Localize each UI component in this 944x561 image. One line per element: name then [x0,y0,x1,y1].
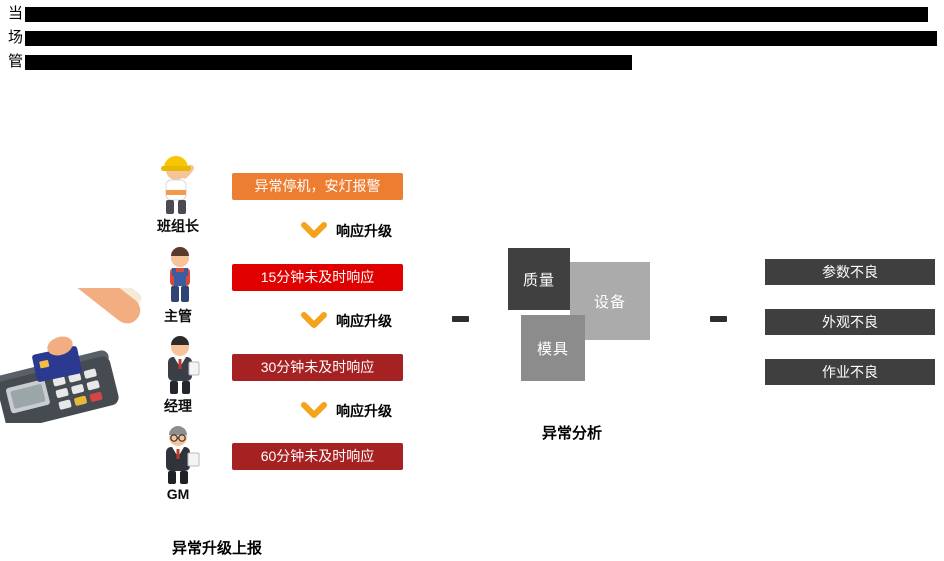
alert-badge-15min: 15分钟未及时响应 [232,264,403,291]
escalation-step-label: 响应升级 [336,403,392,419]
worker-icon [148,146,204,221]
connector-dash [710,316,727,322]
alert-badge-andon: 异常停机，安灯报警 [232,173,403,200]
escalation-step-label: 响应升级 [336,223,392,239]
escalation-step-label: 响应升级 [336,313,392,329]
role-label-team-leader: 班组长 [157,218,199,234]
escalation-step-3: 响应升级 [300,401,392,421]
chevron-down-icon [301,222,327,238]
alert-badge-60min: 60分钟未及时响应 [232,443,403,470]
manager-icon [156,332,204,401]
connector-dash [452,316,469,322]
supervisor-icon [156,242,204,311]
alert-badge-30min: 30分钟未及时响应 [232,354,403,381]
top-text-line-3-prefix: 管 [8,53,24,70]
chevron-down-icon [301,312,327,328]
role-label-manager: 经理 [164,398,192,414]
role-label-supervisor: 主管 [164,308,192,324]
role-label-gm: GM [166,486,190,502]
top-text-line-1: 当 [8,5,929,22]
defect-badge-appearance: 外观不良 [765,309,935,335]
category-mold: 模具 [521,315,585,381]
defect-badge-operation: 作业不良 [765,359,935,385]
redacted-text-bar [25,54,633,70]
redacted-text-bar [25,6,929,22]
defect-badge-parameter: 参数不良 [765,259,935,285]
escalation-step-2: 响应升级 [300,311,392,331]
pos-terminal-icon [0,350,119,430]
gm-icon [152,422,204,491]
escalation-step-1: 响应升级 [300,221,392,241]
chevron-down-icon [301,402,327,418]
top-text-line-1-prefix: 当 [8,5,24,22]
section-title-analysis: 异常分析 [541,425,602,442]
card-swipe-illustration [0,261,148,430]
top-text-line-3: 管 [8,53,633,70]
section-title-escalation: 异常升级上报 [171,540,262,557]
top-text-line-2: 场 [8,29,938,46]
top-text-line-2-prefix: 场 [8,29,24,46]
redacted-text-bar [25,30,938,46]
category-quality: 质量 [508,248,570,310]
